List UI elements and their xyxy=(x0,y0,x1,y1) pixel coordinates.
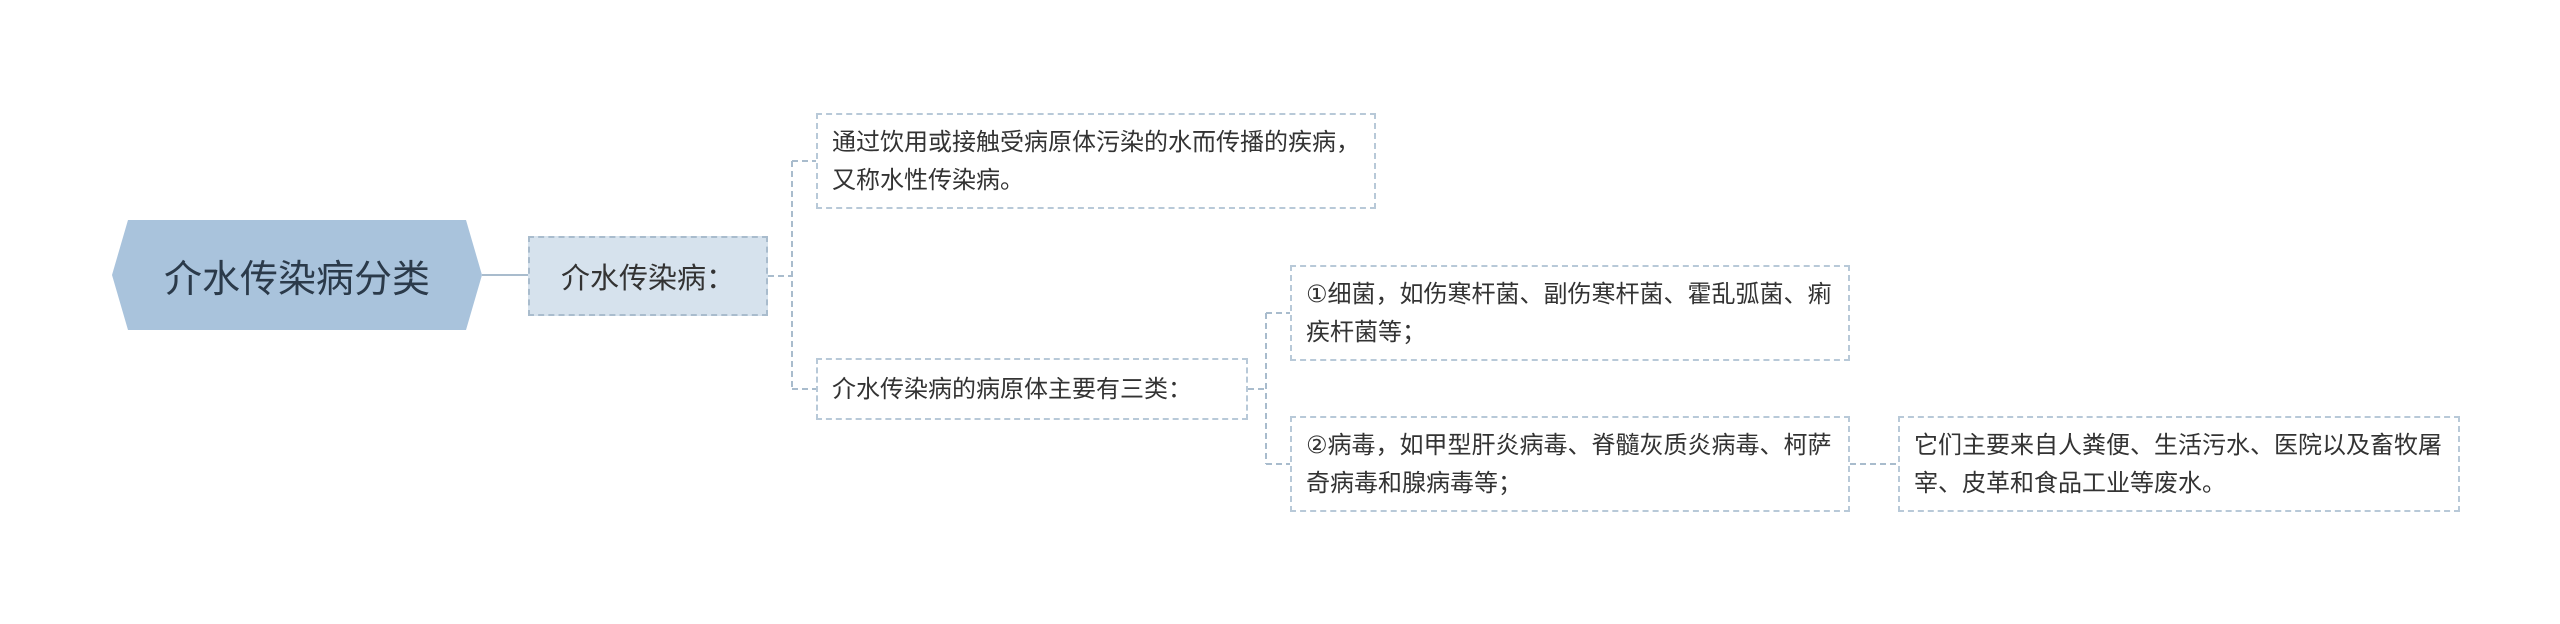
bacteria-node[interactable]: ①细菌，如伤寒杆菌、副伤寒杆菌、霍乱弧菌、痢疾杆菌等； xyxy=(1290,265,1850,361)
bacteria-text: ①细菌，如伤寒杆菌、副伤寒杆菌、霍乱弧菌、痢疾杆菌等； xyxy=(1306,280,1832,346)
definition-text: 通过饮用或接触受病原体污染的水而传播的疾病，又称水性传染病。 xyxy=(832,128,1360,194)
connector-branch-children xyxy=(768,160,816,390)
source-text: 它们主要来自人粪便、生活污水、医院以及畜牧屠宰、皮革和食品工业等废水。 xyxy=(1914,431,2442,497)
pathogen-types-node[interactable]: 介水传染病的病原体主要有三类： xyxy=(816,358,1248,420)
virus-text: ②病毒，如甲型肝炎病毒、脊髓灰质炎病毒、柯萨奇病毒和腺病毒等； xyxy=(1306,431,1832,497)
root-title: 介水传染病分类 xyxy=(163,256,430,301)
definition-node[interactable]: 通过饮用或接触受病原体污染的水而传播的疾病，又称水性传染病。 xyxy=(816,113,1376,209)
source-node[interactable]: 它们主要来自人粪便、生活污水、医院以及畜牧屠宰、皮革和食品工业等废水。 xyxy=(1898,416,2460,512)
root-hexagon-shape xyxy=(112,220,482,330)
branch-node[interactable]: 介水传染病： xyxy=(528,236,768,316)
root-node[interactable]: 介水传染病分类 xyxy=(112,220,482,330)
connector-types-items xyxy=(1248,312,1290,465)
pathogen-types-label: 介水传染病的病原体主要有三类： xyxy=(832,375,1192,403)
virus-node[interactable]: ②病毒，如甲型肝炎病毒、脊髓灰质炎病毒、柯萨奇病毒和腺病毒等； xyxy=(1290,416,1850,512)
